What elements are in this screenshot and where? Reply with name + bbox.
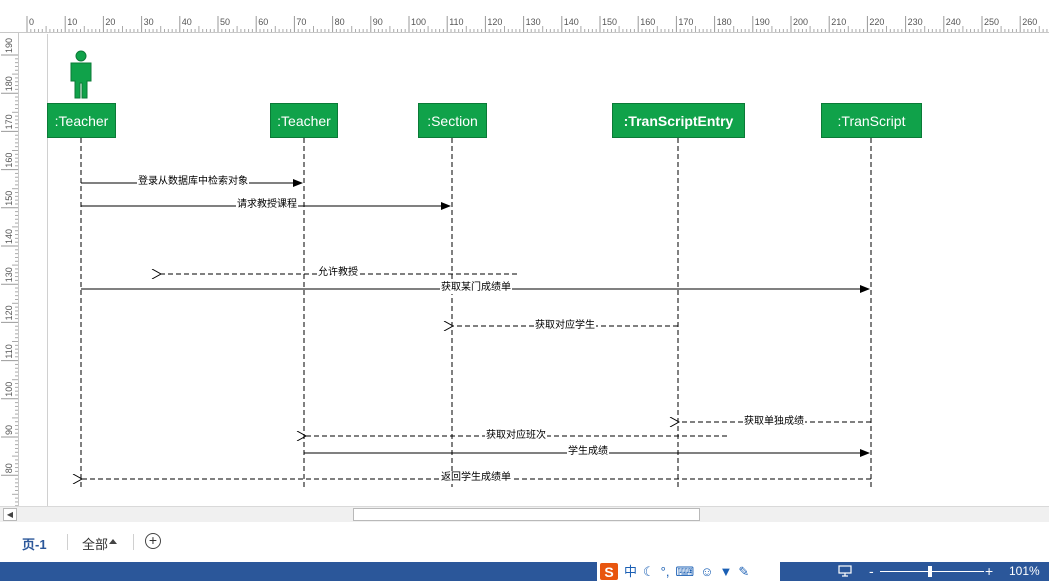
vertical-ruler[interactable]: 190 180 170 160 150 140 130 120 110 100 90 80	[0, 33, 19, 506]
ruler-label: 80	[335, 17, 345, 27]
message-label[interactable]: 允许教授	[317, 267, 359, 279]
zoom-slider-thumb[interactable]	[928, 566, 932, 577]
object-section[interactable]: :Section	[418, 103, 487, 138]
shirt-icon[interactable]: ▼	[719, 564, 733, 579]
triangle-left-icon: ◀	[6, 510, 14, 519]
ruler-label: 90	[373, 17, 383, 27]
message-label[interactable]: 请求教授课程	[236, 199, 298, 211]
ruler-label: 110	[449, 17, 463, 27]
ruler-label: 250	[984, 17, 999, 27]
wrench-icon[interactable]: ✎	[738, 564, 750, 579]
ruler-label: 0	[29, 17, 34, 27]
object-label: :Teacher	[54, 112, 109, 129]
ruler-label: 240	[946, 17, 961, 27]
ruler-label: 60	[258, 17, 268, 27]
message-label[interactable]: 返回学生成绩单	[440, 472, 512, 484]
keyboard-icon[interactable]: ⌨	[675, 564, 695, 579]
punctuation-icon[interactable]: °,	[660, 564, 670, 579]
zoom-level[interactable]: 101%	[1009, 564, 1040, 578]
caret-up-icon[interactable]	[109, 539, 117, 544]
object-teacher-2[interactable]: :Teacher	[270, 103, 338, 138]
ruler-label: 190	[4, 38, 14, 53]
object-label: :Teacher	[277, 112, 331, 129]
ruler-label: 160	[4, 153, 14, 168]
ruler-label: 50	[220, 17, 230, 27]
message-label[interactable]: 登录从数据库中检索对象	[137, 176, 249, 188]
presentation-icon[interactable]	[838, 565, 852, 577]
message-label[interactable]: 获取对应班次	[485, 430, 547, 442]
ruler-label: 120	[487, 17, 502, 27]
status-bar: S 中 ☾ °, ⌨ ☺ ▼ ✎ - + 101%	[0, 562, 1049, 581]
ruler-label: 180	[4, 76, 14, 91]
object-transcript-entry[interactable]: :TranScriptEntry	[612, 103, 745, 138]
ruler-label: 260	[1022, 17, 1037, 27]
ruler-label: 220	[869, 17, 884, 27]
ruler-label: 40	[182, 17, 192, 27]
object-label: :TranScriptEntry	[623, 112, 734, 129]
message-label[interactable]: 获取某门成绩单	[440, 282, 512, 294]
scroll-thumb[interactable]	[353, 508, 700, 521]
ruler-label: 100	[411, 17, 426, 27]
horizontal-scrollbar[interactable]: ◀	[0, 506, 1049, 522]
page-tab-bar: 页-1 全部 +	[0, 522, 1049, 562]
zoom-slider[interactable]	[880, 571, 984, 572]
message-label[interactable]: 学生成绩	[567, 446, 609, 458]
ruler-label: 170	[678, 17, 693, 27]
object-label: :Section	[427, 112, 478, 129]
ruler-label: 140	[4, 229, 14, 244]
vertical-ruler-ticks: 190 180 170 160 150 140 130 120 110 100 90 80	[1, 38, 18, 506]
ruler-label: 80	[4, 463, 14, 473]
object-teacher-1[interactable]: :Teacher	[47, 103, 116, 138]
horizontal-ruler[interactable]: 0 10 20 30 40 50 60 70 80 90 100 110 120 130 140 150 160…	[0, 14, 1049, 33]
page-edge	[47, 34, 48, 506]
sogou-logo-icon[interactable]: S	[600, 563, 618, 580]
ime-toolbar[interactable]: S 中 ☾ °, ⌨ ☺ ▼ ✎	[597, 562, 780, 581]
plus-circle-icon[interactable]: +	[145, 533, 161, 549]
ime-mode-toggle[interactable]: 中	[624, 564, 638, 579]
person-icon[interactable]	[68, 50, 94, 99]
ruler-label: 100	[4, 382, 14, 397]
ruler-label: 160	[640, 17, 655, 27]
ruler-label: 30	[144, 17, 154, 27]
tab-page-1[interactable]: 页-1	[22, 537, 47, 552]
horizontal-ruler-ticks: 0 10 20 30 40 50 60 70 80 90 100 110 120 130 140 150 160…	[26, 16, 1048, 32]
tab-divider	[133, 534, 134, 550]
moon-icon[interactable]: ☾	[643, 564, 655, 579]
ruler-label: 170	[4, 114, 14, 129]
ruler-label: 210	[831, 17, 846, 27]
ruler-label: 130	[4, 267, 14, 282]
ruler-label: 110	[4, 344, 14, 358]
zoom-out-button[interactable]: -	[869, 563, 874, 579]
user-icon[interactable]: ☺	[700, 564, 714, 579]
ruler-label: 200	[793, 17, 808, 27]
ruler-label: 190	[755, 17, 770, 27]
ruler-label: 140	[564, 17, 579, 27]
tab-divider	[67, 534, 68, 550]
object-label: :TranScript	[837, 112, 906, 129]
ruler-label: 180	[717, 17, 732, 27]
tab-all-pages[interactable]: 全部	[82, 537, 109, 552]
ruler-label: 20	[105, 17, 115, 27]
message-label[interactable]: 获取对应学生	[534, 320, 596, 332]
zoom-in-button[interactable]: +	[985, 563, 994, 579]
scroll-left-button[interactable]: ◀	[3, 508, 17, 521]
object-transcript[interactable]: :TranScript	[821, 103, 922, 138]
message-label[interactable]: 获取单独成绩	[743, 416, 805, 428]
ruler-label: 120	[4, 305, 14, 320]
ruler-label: 90	[4, 425, 14, 435]
ruler-label: 150	[602, 17, 617, 27]
ruler-label: 130	[526, 17, 541, 27]
ruler-label: 230	[908, 17, 923, 27]
ruler-label: 150	[4, 191, 14, 206]
ruler-label: 70	[296, 17, 306, 27]
ruler-label: 10	[67, 17, 77, 27]
